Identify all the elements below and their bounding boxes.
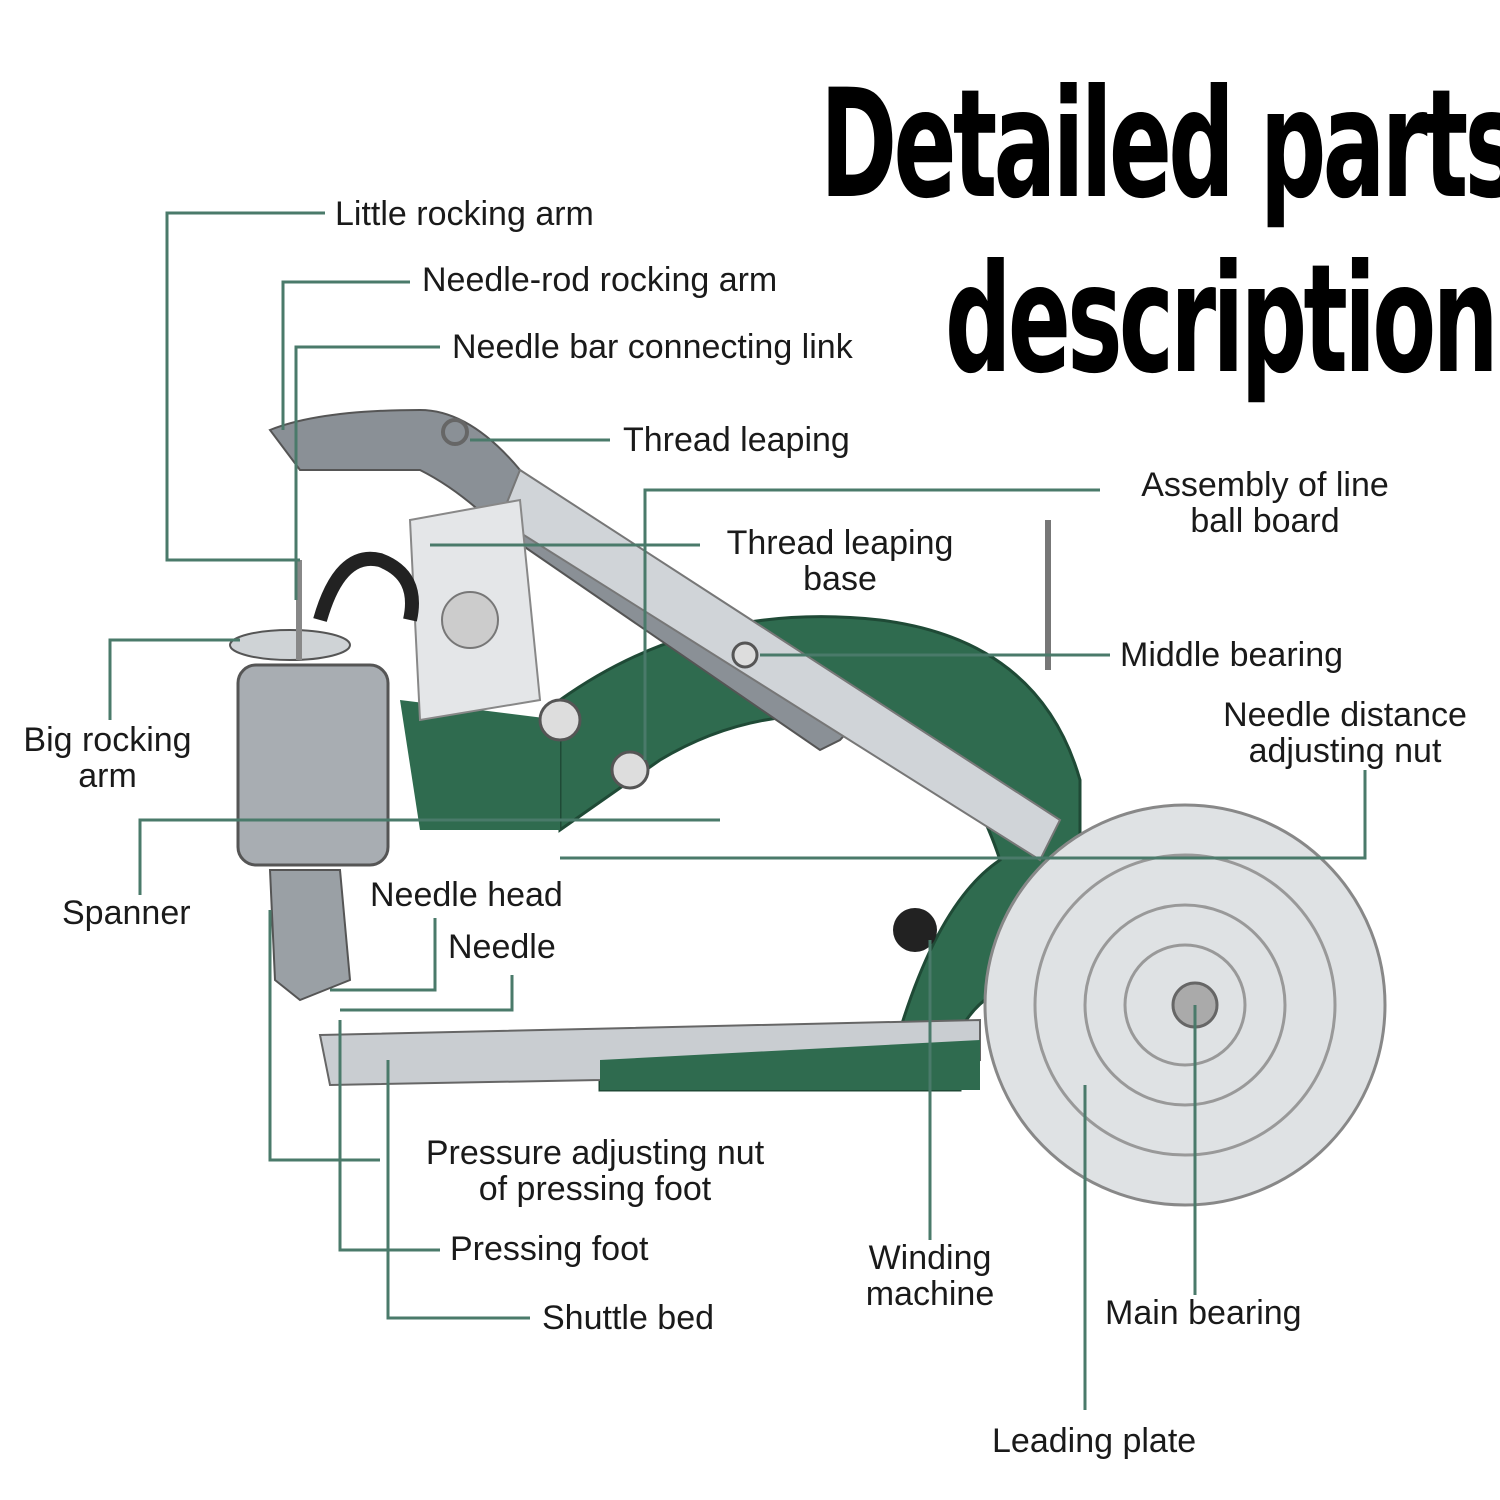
- leader-needle-head: [330, 918, 437, 992]
- label-line: Needle distance: [1223, 696, 1467, 734]
- leader-shuttle-bed: [386, 1060, 530, 1320]
- leader-needle-rod-rocking-arm: [281, 280, 410, 430]
- leader-little-rocking-arm: [165, 211, 325, 562]
- label-little-rocking-arm: Little rocking arm: [335, 195, 594, 233]
- label-line: adjusting nut: [1248, 732, 1442, 770]
- label-shuttle-bed: Shuttle bed: [542, 1299, 715, 1337]
- label-line: ball board: [1190, 502, 1340, 540]
- label-main-bearing: Main bearing: [1105, 1294, 1302, 1332]
- label-spanner: Spanner: [62, 894, 191, 932]
- label-line: Winding: [868, 1239, 992, 1277]
- label-line: machine: [865, 1275, 995, 1313]
- leader-needle-distance-nut: [560, 770, 1367, 860]
- label-needle-head: Needle head: [370, 876, 563, 914]
- leader-needle-bar-connecting-link: [294, 345, 440, 600]
- label-needle: Needle: [448, 928, 556, 966]
- label-line: of pressing foot: [478, 1170, 712, 1208]
- label-line: base: [803, 560, 877, 598]
- label-pressing-foot: Pressing foot: [450, 1230, 649, 1268]
- label-leading-plate: Leading plate: [992, 1422, 1197, 1460]
- label-line: arm: [78, 757, 137, 795]
- leader-pressing-foot: [338, 1020, 440, 1252]
- label-line: Big rocking: [23, 721, 192, 759]
- leader-assembly-line-ball-board: [643, 488, 1100, 760]
- label-line: Thread leaping: [726, 524, 954, 562]
- label-needle-bar-connecting-link: Needle bar connecting link: [452, 328, 853, 366]
- leader-lines: [108, 211, 1367, 1410]
- leader-big-rocking-arm: [108, 638, 240, 720]
- label-line: Pressure adjusting nut: [425, 1134, 765, 1172]
- leader-spanner: [138, 818, 720, 895]
- title-line-1: Detailed parts: [820, 58, 1500, 232]
- title-line-2: description: [945, 233, 1499, 407]
- label-thread-leaping: Thread leaping: [623, 421, 850, 459]
- leader-needle: [340, 975, 514, 1012]
- leader-pressure-nut: [268, 910, 380, 1162]
- label-line: Assembly of line: [1141, 466, 1389, 504]
- label-middle-bearing: Middle bearing: [1120, 636, 1344, 674]
- label-needle-rod-rocking-arm: Needle-rod rocking arm: [422, 261, 778, 299]
